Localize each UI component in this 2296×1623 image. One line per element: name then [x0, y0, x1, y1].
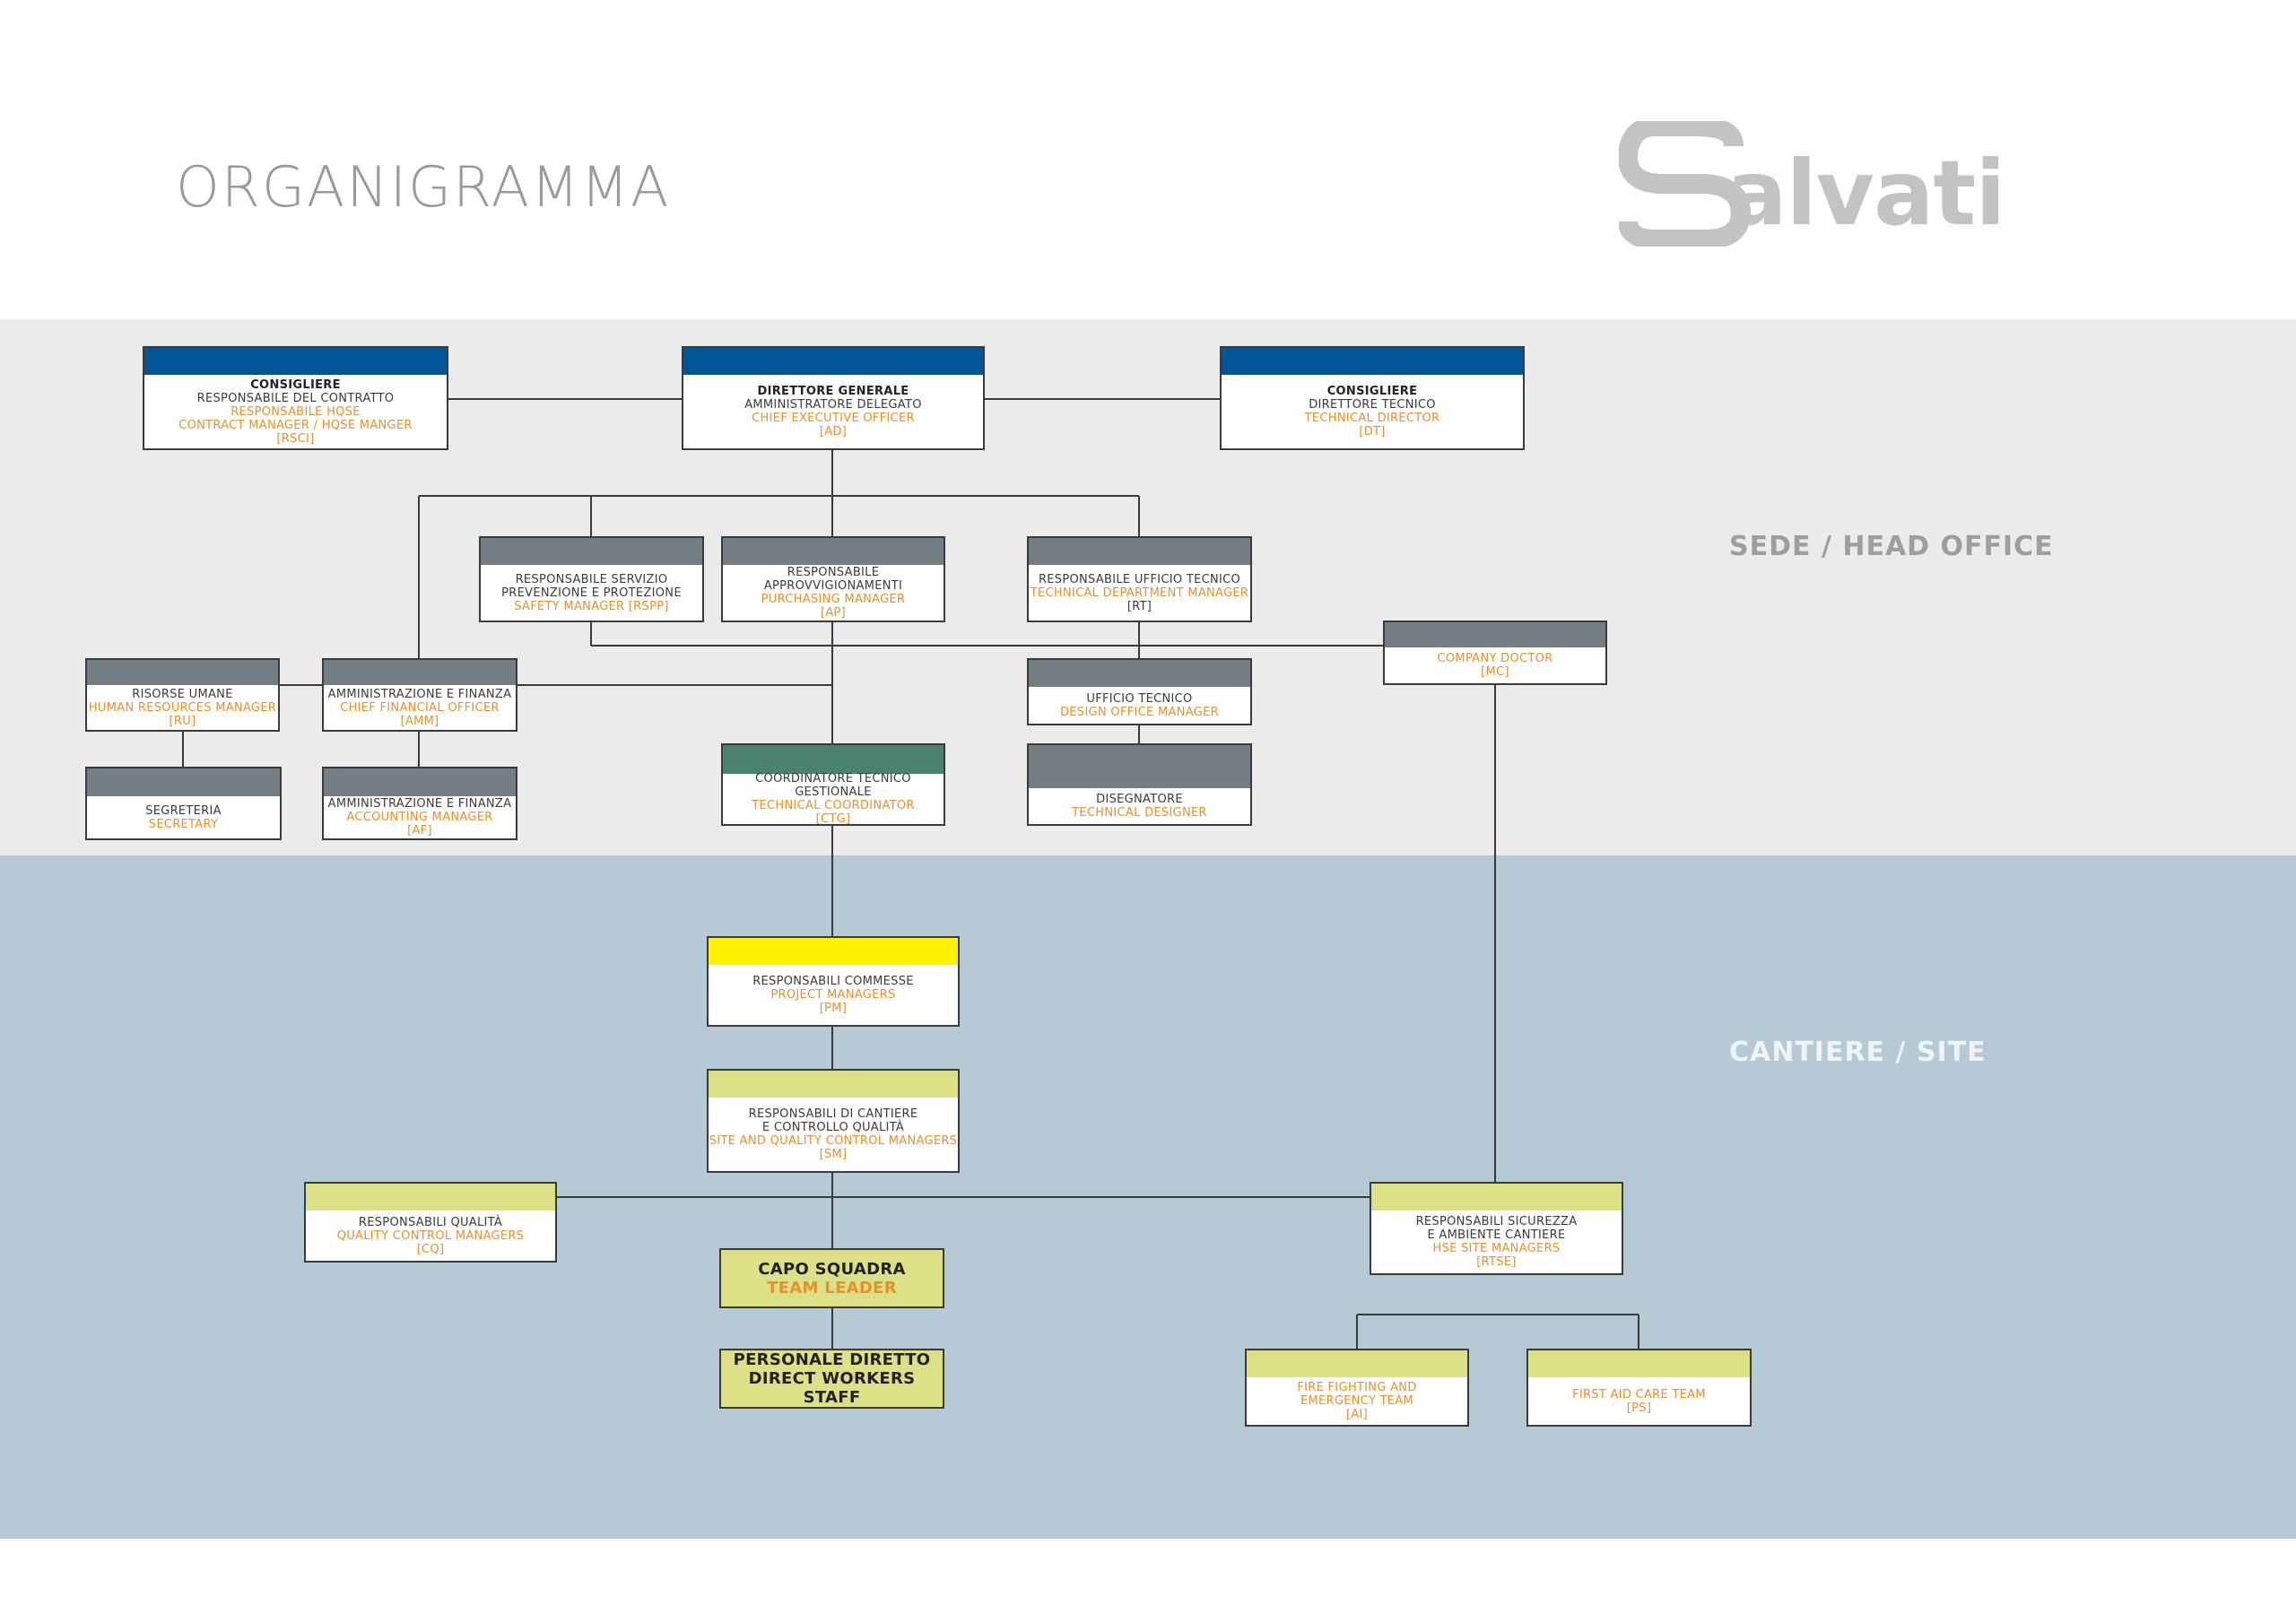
box-pers: PERSONALE DIRETTO DIRECT WORKERS STAFF — [719, 1349, 944, 1409]
box-header — [1029, 538, 1250, 565]
box-ap: RESPONSABILE APPROVVIGIONAMENTI PURCHASI… — [721, 536, 945, 622]
box-header — [87, 768, 280, 796]
box-amm: AMMINISTRAZIONE E FINANZA CHIEF FINANCIA… — [322, 658, 517, 732]
box-sm: RESPONSABILI DI CANTIERE E CONTROLLO QUA… — [707, 1069, 960, 1173]
box-ad: DIRETTORE GENERALE AMMINISTRATORE DELEGA… — [682, 346, 985, 450]
box-header — [1371, 1184, 1622, 1211]
box-header — [709, 1071, 958, 1098]
box-sec: SEGRETERIA SECRETARY — [85, 767, 282, 840]
logo-s-mark — [1619, 121, 1752, 247]
box-pm: RESPONSABILI COMMESSE PROJECT MANAGERS [… — [707, 936, 960, 1027]
box-ai: FIRE FIGHTING AND EMERGENCY TEAM [AI] — [1245, 1349, 1469, 1427]
box-rsci: CONSIGLIERE RESPONSABILE DEL CONTRATTO R… — [143, 346, 448, 450]
box-header — [324, 660, 516, 685]
box-cq: RESPONSABILI QUALITÀ QUALITY CONTROL MAN… — [304, 1182, 557, 1263]
page-title: ORGANIGRAMMA — [176, 154, 671, 220]
box-header — [144, 348, 447, 375]
box-ru: RISORSE UMANE HUMAN RESOURCES MANAGER [R… — [85, 658, 280, 732]
box-rtse: RESPONSABILI SICUREZZA E AMBIENTE CANTIE… — [1370, 1182, 1623, 1275]
box-af: AMMINISTRAZIONE E FINANZA ACCOUNTING MAN… — [322, 767, 517, 840]
box-rspp: RESPONSABILE SERVIZIO PREVENZIONE E PROT… — [479, 536, 704, 622]
logo-wordmark: alvati — [1726, 141, 2005, 246]
box-capo: CAPO SQUADRA TEAM LEADER — [719, 1248, 944, 1308]
section-label-head-office: SEDE / HEAD OFFICE — [1729, 531, 2054, 562]
box-header — [1029, 745, 1250, 788]
box-header — [1247, 1350, 1467, 1377]
box-header — [723, 538, 944, 565]
box-header — [709, 938, 958, 965]
box-header — [723, 745, 944, 774]
box-dis: DISEGNATORE TECHNICAL DESIGNER — [1027, 743, 1252, 826]
box-header — [1222, 348, 1523, 375]
section-label-site: CANTIERE / SITE — [1729, 1037, 1987, 1068]
salvati-logo: alvati — [1619, 121, 2006, 247]
box-header — [481, 538, 702, 565]
box-header — [1385, 622, 1605, 647]
box-header — [683, 348, 983, 375]
box-rt: RESPONSABILE UFFICIO TECNICO TECHNICAL D… — [1027, 536, 1252, 622]
box-dt: CONSIGLIERE DIRETTORE TECNICO TECHNICAL … — [1220, 346, 1525, 450]
box-header — [324, 768, 516, 796]
box-ctg: COORDINATORE TECNICO GESTIONALE TECHNICA… — [721, 743, 945, 826]
box-header — [1029, 660, 1250, 687]
box-mc: COMPANY DOCTOR [MC] — [1383, 621, 1607, 685]
box-header — [87, 660, 278, 685]
box-header — [1528, 1350, 1750, 1377]
box-ps: FIRST AID CARE TEAM [PS] — [1526, 1349, 1752, 1427]
box-ut: UFFICIO TECNICO DESIGN OFFICE MANAGER — [1027, 658, 1252, 725]
box-header — [306, 1184, 555, 1211]
